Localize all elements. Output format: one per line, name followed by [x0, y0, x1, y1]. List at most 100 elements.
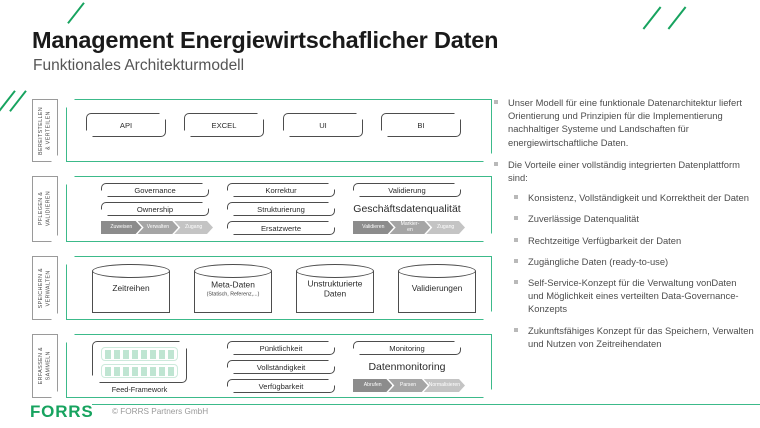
feed-cell	[123, 367, 129, 376]
node-ui[interactable]: UI	[283, 113, 363, 137]
pipeline-zuweisen: Zuweisen Verwalten Zugang	[101, 221, 213, 234]
bullet-sub-5: Self-Service-Konzept für die Verwaltung …	[512, 276, 754, 316]
layer-erfassen: ERFASSEN & SAMMELN	[32, 334, 492, 398]
node-api[interactable]: API	[86, 113, 166, 137]
chevron-zuweisen[interactable]: Zuweisen	[101, 221, 142, 234]
datastore-name: Zeitreihen	[112, 283, 150, 294]
bullet-dot-icon	[514, 195, 518, 200]
bullet-text: Self-Service-Konzept für die Verwaltung …	[528, 277, 739, 315]
datastore-label: Validierungen	[398, 285, 476, 295]
cylinder-top	[296, 264, 374, 278]
node-korrektur[interactable]: Korrektur	[227, 183, 335, 197]
node-monitoring[interactable]: Monitoring	[353, 341, 461, 355]
datastore-label: Meta-Daten (Statisch, Referenz,...)	[194, 281, 272, 298]
feed-cell	[123, 350, 129, 359]
band-bereitstellen: API EXCEL UI BI	[66, 99, 492, 162]
node-ersatzwerte[interactable]: Ersatzwerte	[227, 221, 335, 235]
bullet-text: Konsistenz, Vollständigkeit und Korrekth…	[528, 192, 749, 204]
chevron-markieren[interactable]: Markier- en	[390, 221, 431, 234]
page-title: Management Energiewirtschaflicher Daten	[32, 27, 499, 53]
bullet-text: Die Vorteile einer vollständig integrier…	[508, 158, 740, 184]
chevron-zugang[interactable]: Zugang	[174, 221, 213, 234]
bullet-dot-icon	[514, 280, 518, 285]
side-label-speichern: SPEICHERN & VERWALTEN	[32, 256, 58, 320]
node-governance[interactable]: Governance	[101, 183, 209, 197]
cylinder-body	[398, 271, 476, 313]
node-puenktlichkeit[interactable]: Pünktlichkeit	[227, 341, 335, 355]
pipeline-abrufen: Abrufen Parsen Normalisieren	[353, 379, 465, 392]
bullet-dot-icon	[514, 327, 518, 332]
datastore-validierungen[interactable]: Validierungen	[398, 264, 476, 313]
bullet-sub-2: Zuverlässige Datenqualität	[512, 212, 754, 225]
layer-speichern: SPEICHERN & VERWALTEN Zeitreihen Meta-Da…	[32, 256, 492, 320]
layer-bereitstellen: BEREITSTELLEN & VERTEILEN API EXCEL UI B…	[32, 99, 492, 162]
page-subtitle: Funktionales Architekturmodell	[33, 57, 245, 74]
node-ownership[interactable]: Ownership	[101, 202, 209, 216]
forrs-logo: FORRS	[30, 402, 94, 421]
footer-divider	[92, 404, 760, 406]
side-label-bereitstellen: BEREITSTELLEN & VERTEILEN	[32, 99, 58, 162]
band-pflegen: Governance Ownership Zuweisen Verwalten …	[66, 176, 492, 242]
feed-cell	[105, 350, 111, 359]
benefits-list: Unser Modell für eine funktionale Datena…	[492, 96, 754, 358]
node-vollstaendigkeit[interactable]: Vollständigkeit	[227, 360, 335, 374]
feed-cell	[150, 367, 156, 376]
copyright-text: © FORRS Partners GmbH	[112, 407, 209, 416]
bullet-sub-1: Konsistenz, Vollständigkeit und Korrekth…	[512, 191, 754, 204]
decorative-slash-header	[67, 2, 85, 24]
chevron-normalisieren[interactable]: Normalisieren	[424, 379, 465, 392]
datastore-unstrukturierte-daten[interactable]: Unstrukturierte Daten	[296, 264, 374, 313]
feed-cell	[114, 350, 120, 359]
node-verfuegbarkeit[interactable]: Verfügbarkeit	[227, 379, 335, 393]
side-label-erfassen: ERFASSEN & SAMMELN	[32, 334, 58, 398]
chevron-parsen[interactable]: Parsen	[388, 379, 427, 392]
chevron-validieren[interactable]: Validieren	[353, 221, 394, 234]
decorative-slash-topright-1	[642, 6, 662, 30]
node-strukturierung[interactable]: Strukturierung	[227, 202, 335, 216]
layer-pflegen: PFLEGEN & VALIDIEREN Governance Ownershi…	[32, 176, 492, 242]
feed-cell	[168, 350, 174, 359]
node-validierung[interactable]: Validierung	[353, 183, 461, 197]
node-bi[interactable]: BI	[381, 113, 461, 137]
bullet-text: Zuverlässige Datenqualität	[528, 213, 639, 225]
bullet-text: Unser Modell für eine funktionale Datena…	[508, 97, 742, 148]
bullet-text: Zukunftsfähiges Konzept für das Speicher…	[528, 324, 754, 349]
bullet-dot-icon	[514, 237, 518, 242]
datastore-sublabel: (Statisch, Referenz,...)	[206, 291, 260, 298]
side-label-pflegen: PFLEGEN & VALIDIEREN	[32, 176, 58, 242]
feed-cell	[159, 367, 165, 376]
cylinder-top	[194, 264, 272, 278]
cylinder-top	[398, 264, 476, 278]
datastore-zeitreihen[interactable]: Zeitreihen	[92, 264, 170, 313]
feed-framework-box[interactable]	[92, 341, 187, 383]
label-datenmonitoring: Datenmonitoring	[368, 360, 446, 373]
chevron-zugang-2[interactable]: Zugang	[426, 221, 465, 234]
bullet-sub-6: Zukunftsfähiges Konzept für das Speicher…	[512, 324, 754, 350]
feed-cell	[150, 350, 156, 359]
pipeline-validieren: Validieren Markier- en Zugang	[353, 221, 465, 234]
feed-cell	[114, 367, 120, 376]
node-excel[interactable]: EXCEL	[184, 113, 264, 137]
band-speichern: Zeitreihen Meta-Daten (Statisch, Referen…	[66, 256, 492, 320]
chevron-verwalten[interactable]: Verwalten	[138, 221, 179, 234]
datastore-meta-daten[interactable]: Meta-Daten (Statisch, Referenz,...)	[194, 264, 272, 313]
band-erfassen: Feed-Framework Pünktlichkeit Vollständig…	[66, 334, 492, 398]
bullet-sub-3: Rechtzeitige Verfügbarkeit der Daten	[512, 234, 754, 247]
feed-framework-caption: Feed-Framework	[111, 385, 168, 394]
datastore-name: Validierungen	[411, 283, 463, 294]
decorative-slash-topright-2	[667, 6, 687, 30]
bullet-dot-icon	[494, 100, 498, 104]
bullet-main-2: Die Vorteile einer vollständig integrier…	[492, 158, 754, 184]
bullet-dot-icon	[494, 161, 498, 166]
feed-cell	[141, 350, 147, 359]
chevron-abrufen[interactable]: Abrufen	[353, 379, 392, 392]
cylinder-top	[92, 264, 170, 278]
cylinder-body	[92, 271, 170, 313]
decorative-slash-topleft-1	[0, 90, 16, 112]
datastore-label: Zeitreihen	[92, 285, 170, 295]
label-geschaeftsdatenqualitaet: Geschäftsdatenqualität	[353, 202, 461, 215]
bullet-text: Rechtzeitige Verfügbarkeit der Daten	[528, 234, 682, 246]
feed-row-1	[101, 347, 178, 361]
feed-row-2	[101, 364, 178, 378]
feed-cell	[159, 350, 165, 359]
